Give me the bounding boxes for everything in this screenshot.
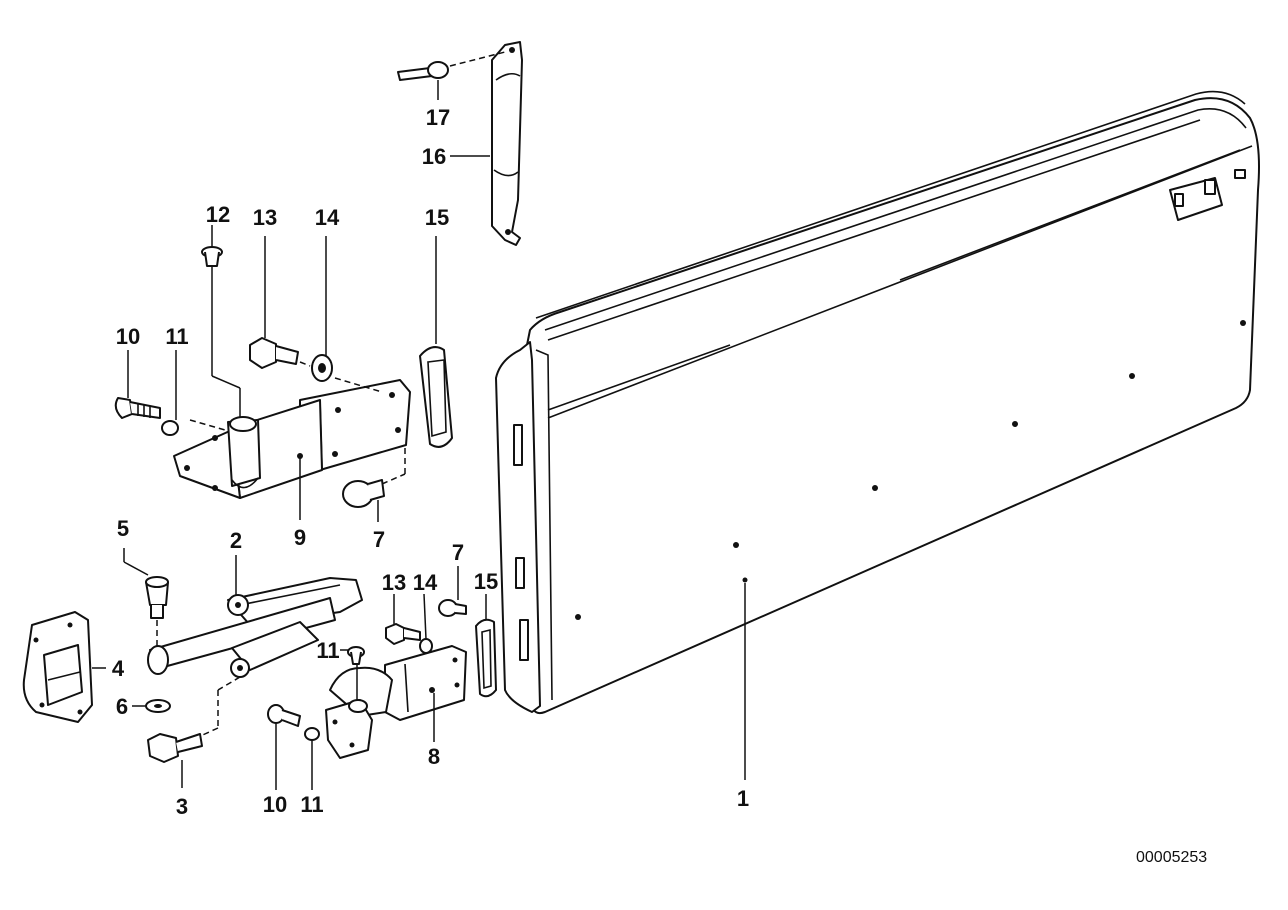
callout-6: 6 <box>116 694 128 719</box>
door-shell <box>495 90 1260 780</box>
callout-16: 16 <box>422 144 446 169</box>
lower-hinge-fasteners <box>267 566 497 790</box>
lower-door-hinge <box>325 645 467 759</box>
callout-17: 17 <box>426 105 450 130</box>
callout-12: 12 <box>206 202 230 227</box>
callout-9: 9 <box>294 525 306 550</box>
callout-13-lower: 13 <box>382 570 406 595</box>
upper-hinge-bolt <box>114 350 179 436</box>
callout-labels: 1 2 3 4 5 6 7 7 8 9 10 10 11 11 11 12 13… <box>112 105 749 819</box>
hinge-pin <box>123 548 169 648</box>
callout-10-lower: 10 <box>263 792 287 817</box>
callout-3: 3 <box>176 794 188 819</box>
callout-11-lower: 11 <box>300 792 323 817</box>
callout-11-upper: 11 <box>165 324 188 349</box>
callout-15-lower: 15 <box>474 569 498 594</box>
striker-plate <box>22 611 106 723</box>
callout-7-upper: 7 <box>373 527 385 552</box>
callout-11-middle: 11 <box>316 638 339 663</box>
callout-8: 8 <box>428 744 440 769</box>
callout-10-upper: 10 <box>116 324 140 349</box>
door-check-strap <box>147 555 363 739</box>
callout-7-lower: 7 <box>452 540 464 565</box>
upper-hinge-gasket <box>419 236 453 448</box>
callout-2: 2 <box>230 528 242 553</box>
callout-5: 5 <box>117 516 129 541</box>
upper-door-hinge <box>173 225 411 520</box>
callout-1: 1 <box>737 786 749 811</box>
callout-4: 4 <box>112 656 125 681</box>
door-trim-strip <box>450 41 523 246</box>
callout-15-upper: 15 <box>425 205 449 230</box>
upper-hinge-bolt-13 <box>249 236 333 382</box>
document-number: 00005253 <box>1136 849 1207 866</box>
trim-retaining-pin <box>397 51 506 100</box>
upper-hinge-bolt-7 <box>342 448 406 522</box>
washer-and-bolt <box>132 699 203 788</box>
upper-hinge-screw <box>201 246 223 267</box>
callout-14-upper: 14 <box>315 205 340 230</box>
callout-14-lower: 14 <box>413 570 438 595</box>
callout-13-upper: 13 <box>253 205 277 230</box>
